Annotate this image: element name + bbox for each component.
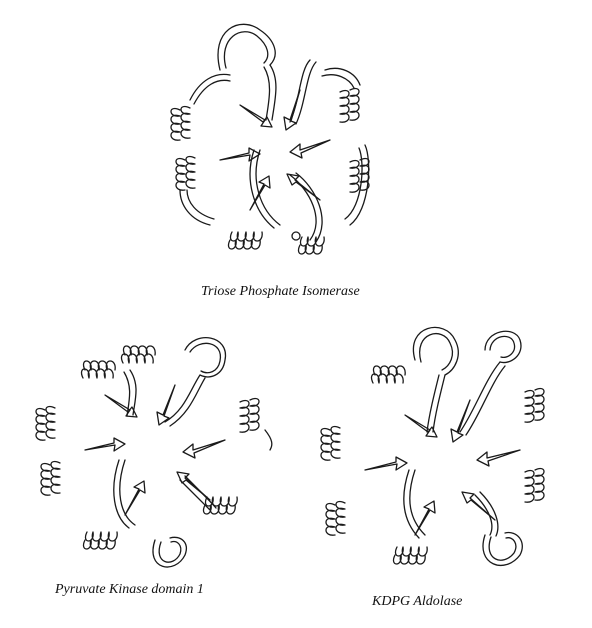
tim-barrel-ribbon-diagram [150,10,390,280]
tim-outer-ribbon [180,68,369,225]
kdpg-loop-bottom-right [483,533,522,566]
pyruvate-kinase-ribbon-diagram [25,330,290,580]
caption-pyruvate-kinase-domain-1: Pyruvate Kinase domain 1 [55,582,204,597]
tim-helix-right [340,88,359,122]
kdpg-helix-left-lower [326,501,345,535]
pk-helix-left-lower [41,461,60,495]
kdpg-inner-ribbons [410,362,500,535]
pk-loop-top-right [185,338,225,377]
kdpg-helix-right [525,388,544,422]
tim-inner-ribbons [256,60,316,240]
pk-helix-bottom [83,532,117,549]
caption-triose-phosphate-isomerase: Triose Phosphate Isomerase [201,284,360,299]
tim-ribbon-svg [150,10,390,280]
pk-helix-top-left [81,361,115,378]
pk-helix-left [36,406,55,440]
kdpg-beta-strands [365,400,520,535]
caption-kdpg-aldolase: KDPG Aldolase [372,594,463,609]
pk-ribbon-svg [25,330,290,580]
kdpg-ribbon-svg [305,320,585,590]
kdpg-helix-left [321,426,340,460]
pk-tail [265,430,272,450]
pk-inner-ribbons [120,370,210,525]
tim-loop-top [218,24,275,70]
kdpg-helix-top-left [371,366,405,383]
kdpg-loop-top [413,327,458,375]
tim-helix-bottom-right [298,237,324,254]
pk-loop-bottom [153,537,186,567]
kdpg-aldolase-ribbon-diagram [305,320,585,590]
tim-helix-left [171,106,190,140]
kdpg-loop-top-right [485,331,521,362]
tim-small-loop [292,232,300,240]
tim-helix-left-lower [176,156,195,190]
pk-beta-strands [85,385,225,515]
kdpg-helix-right-lower [525,468,544,502]
tim-helix-bottom [228,232,262,249]
pk-helix-right-lower [203,497,237,514]
tim-loop-top-inner [224,32,267,68]
kdpg-helix-bottom [393,547,427,564]
pk-helix-top [121,346,155,363]
pk-helix-right [240,398,259,432]
tim-helix-right-lower [350,158,369,192]
